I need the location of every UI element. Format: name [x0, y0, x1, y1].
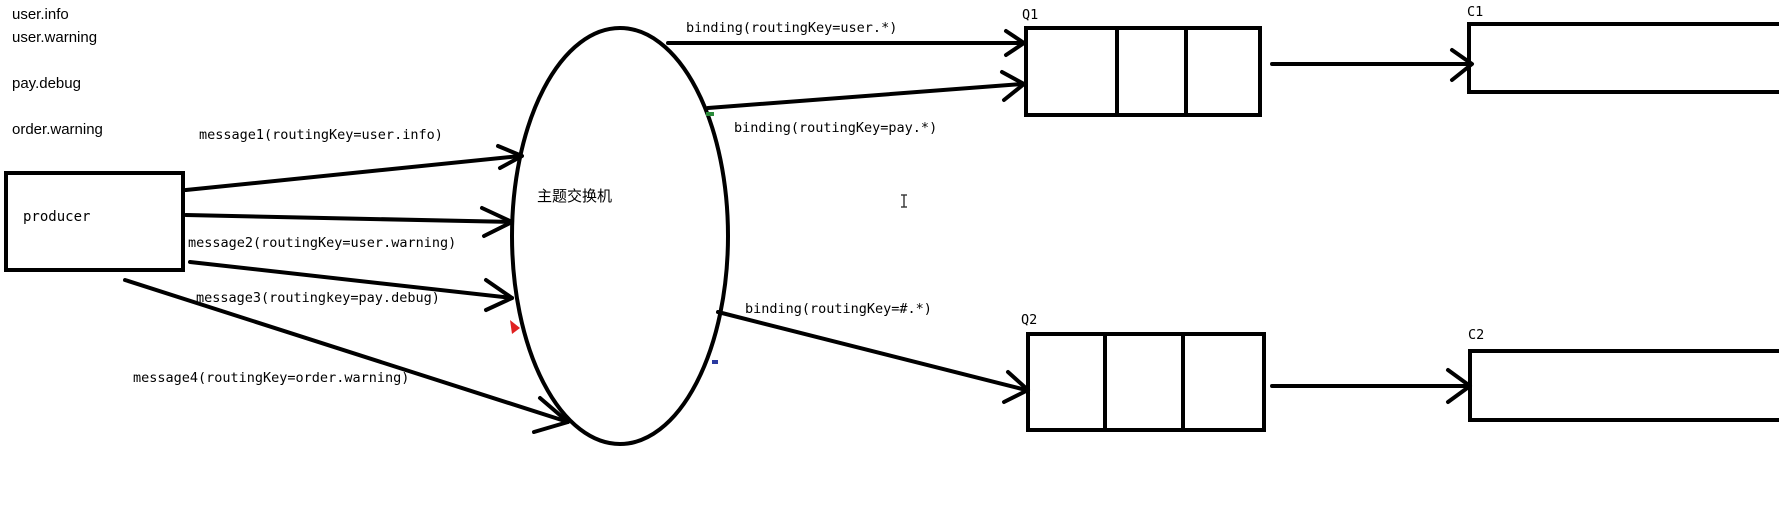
message-label: message2(routingKey=user.warning)	[188, 235, 456, 251]
queue-box	[1024, 26, 1262, 117]
message3-arrow	[188, 260, 514, 312]
queue-box	[1026, 332, 1266, 432]
routing-key-item: order.warning	[12, 121, 103, 138]
consumer-box	[1467, 22, 1779, 94]
binding-hash-arrow	[716, 310, 1030, 404]
message-label: message4(routingKey=order.warning)	[133, 370, 409, 386]
blue-mark	[712, 360, 718, 364]
routing-key-list: user.info user.warning pay.debug order.w…	[12, 6, 103, 138]
queue-q1: Q1	[1022, 7, 1262, 117]
consumer-c1: C1	[1467, 4, 1779, 94]
routing-key-item: pay.debug	[12, 75, 81, 92]
message-label: message3(routingkey=pay.debug)	[196, 290, 440, 306]
consumer-box	[1468, 349, 1779, 422]
message1-arrow	[184, 144, 524, 192]
exchange-node: 主题交换机	[510, 26, 730, 446]
queue-label: Q1	[1022, 7, 1038, 23]
message2-arrow	[184, 206, 514, 238]
exchange-ellipse	[510, 26, 730, 446]
binding-label: binding(routingKey=#.*)	[745, 301, 932, 317]
consumer-arrows	[1270, 48, 1474, 404]
binding-label: binding(routingKey=user.*)	[686, 20, 897, 36]
q1-to-c1-arrow	[1270, 48, 1474, 82]
consumer-label: C2	[1468, 327, 1484, 343]
producer-label: producer	[23, 209, 90, 225]
green-mark	[706, 112, 714, 116]
exchange-label: 主题交换机	[537, 187, 612, 205]
routing-key-item: user.info	[12, 6, 69, 23]
binding-pay-arrow	[706, 70, 1026, 110]
text-cursor-icon	[901, 194, 907, 208]
queue-label: Q2	[1021, 312, 1037, 328]
message-label: message1(routingKey=user.info)	[199, 127, 443, 143]
consumer-c2: C2	[1468, 327, 1779, 422]
routing-key-item: user.warning	[12, 29, 97, 46]
producer-box	[4, 171, 185, 272]
message-labels: message1(routingKey=user.info) message2(…	[133, 127, 456, 386]
q2-to-c2-arrow	[1270, 368, 1472, 404]
producer-node: producer	[4, 171, 185, 272]
message4-arrow	[123, 278, 570, 434]
binding-label: binding(routingKey=pay.*)	[734, 120, 937, 136]
consumer-label: C1	[1467, 4, 1483, 20]
red-mark	[510, 320, 520, 334]
queue-q2: Q2	[1021, 312, 1266, 432]
message-arrows	[123, 144, 570, 434]
binding-arrows	[666, 29, 1030, 404]
binding-labels: binding(routingKey=user.*) binding(routi…	[686, 20, 937, 317]
